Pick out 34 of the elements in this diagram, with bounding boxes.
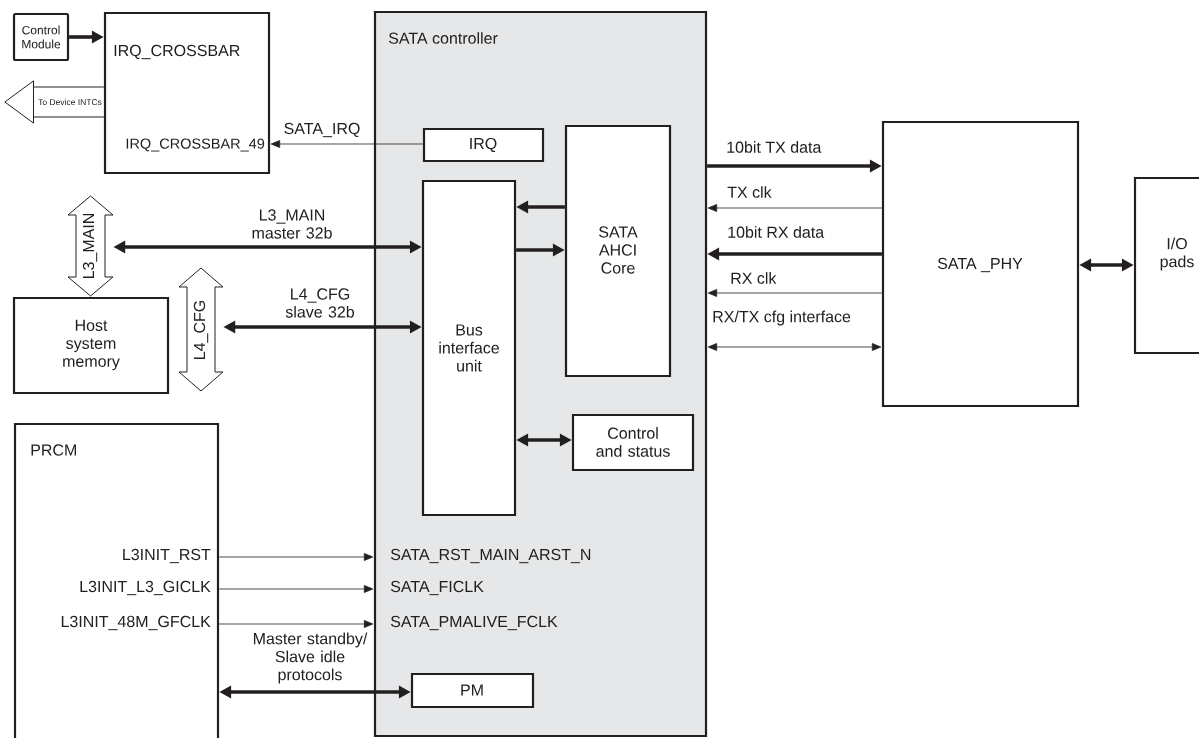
- bus-interface-box: Bus interface unit: [421, 179, 517, 517]
- port-label: SATA_RST_MAIN_ARST_N: [390, 548, 591, 564]
- edge-label: L3_MAIN master 32b: [252, 209, 332, 239]
- port-label: SATA_FICLK: [390, 580, 484, 596]
- edge-label: SATA_IRQ: [284, 122, 360, 138]
- port-label: L3INIT_RST: [123, 548, 211, 564]
- pm-box: PM: [410, 672, 535, 709]
- port-label: L3INIT_L3_GICLK: [80, 580, 211, 596]
- arrow: [218, 620, 374, 628]
- module-box: Control Module: [12, 12, 70, 62]
- edge-label: RX clk: [731, 272, 777, 284]
- edge-label: TX clk: [727, 186, 772, 198]
- arrow: [707, 289, 883, 297]
- edge-label: L4_CFG slave 32b: [285, 288, 354, 318]
- port-label: L3INIT_48M_GFCLK: [61, 615, 211, 631]
- port-label: SATA_PMALIVE_FCLK: [390, 615, 558, 631]
- edge-label: 10bit RX data: [728, 226, 825, 238]
- edge-label: 10bit TX data: [727, 141, 822, 153]
- arrow: [707, 343, 882, 351]
- arrow: [707, 204, 883, 212]
- edge-label: RX/TX cfg interface: [713, 310, 851, 326]
- phy-box: SATA _PHY: [881, 120, 1080, 408]
- arrow: [218, 553, 374, 561]
- crossbar-box: IRQ_CROSSBAR IRQ_CROSSBAR_49: [103, 11, 271, 175]
- arrow: [270, 140, 424, 148]
- arrow: [218, 585, 374, 593]
- block-arrow: [4, 80, 105, 124]
- pads-box: I/O pads: [1133, 176, 1199, 355]
- irq-box: IRQ: [422, 127, 545, 163]
- edge-label: Master standby/ Slave idle protocols: [253, 632, 368, 684]
- edge-label: To Device INTCs: [38, 98, 102, 106]
- memory-box: Host system memory: [12, 296, 170, 395]
- status-box: Control and status: [571, 413, 695, 472]
- core-box: SATA AHCI Core: [564, 124, 672, 378]
